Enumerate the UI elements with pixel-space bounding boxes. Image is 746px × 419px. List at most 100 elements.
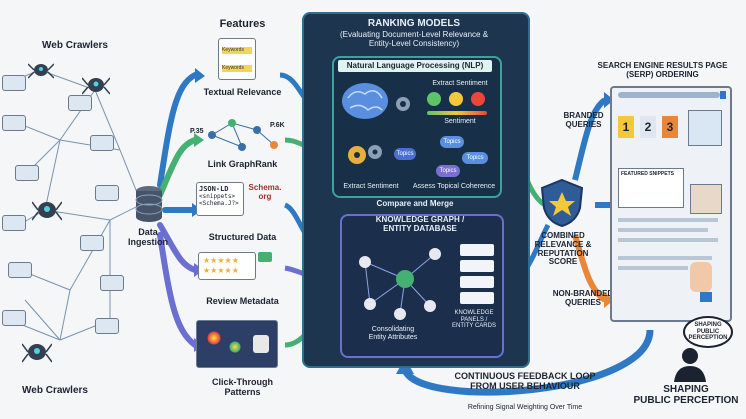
result-line — [618, 266, 688, 270]
link-graphrank-label: Link GraphRank — [207, 159, 278, 169]
perception-bubble: SHAPING PUBLIC PERCEPTION — [683, 316, 733, 348]
combined-score-label: COMBINED RELEVANCE & REPUTATION SCORE — [534, 231, 592, 267]
page-icon — [68, 95, 92, 111]
features-heading: Features — [219, 18, 266, 30]
feedback-subtitle: Refining Signal Weighting Over Time — [467, 404, 583, 411]
avatar — [688, 110, 722, 146]
json-ld-title: JSON-LD — [199, 185, 229, 193]
page-icon — [95, 318, 119, 334]
document-icon: Keywords Keywords — [218, 38, 256, 80]
result-line — [618, 218, 718, 222]
database-icon — [135, 186, 163, 222]
link-p6k: P.6K — [270, 122, 285, 129]
perception-label: SHAPING PUBLIC PERCEPTION — [633, 384, 739, 406]
review-metadata-label: Review Metadata — [206, 296, 279, 306]
extract-sentiment-top: Extract Sentiment — [432, 80, 488, 87]
json-ld-card: JSON-LD <snippets> <Schema.J?> — [196, 182, 244, 216]
crawlers-title-bottom: Web Crawlers — [22, 385, 88, 396]
page-icon — [2, 115, 26, 131]
serp-title: SEARCH ENGINE RESULTS PAGE (SERP) ORDERI… — [597, 61, 728, 79]
click-through-label: Click-Through Patterns — [212, 377, 273, 397]
feedback-title: CONTINUOUS FEEDBACK LOOP FROM USER BEHAV… — [454, 371, 596, 391]
topic-bubble: Topics — [394, 148, 416, 160]
entity-graph-icon — [359, 248, 441, 320]
data-ingestion-label: Data Ingestion — [128, 227, 168, 247]
spider-robot-icon — [28, 63, 54, 79]
non-branded-queries-label: NON-BRANDED QUERIES — [552, 289, 614, 307]
sad-face-icon — [471, 92, 485, 106]
search-icon — [720, 91, 726, 99]
structured-data-label: Structured Data — [208, 232, 277, 242]
score-to-serp-arrows — [572, 97, 612, 303]
page-icon — [2, 75, 26, 91]
keyword-highlight: Keywords — [222, 47, 252, 54]
chat-bubble-icon — [258, 252, 272, 262]
spider-robot-icon — [32, 201, 62, 221]
json-snippets: <snippets> — [199, 193, 236, 200]
entity-card — [460, 244, 494, 256]
shield-icon — [540, 178, 584, 228]
hand-cursor-icon — [253, 335, 269, 353]
topic-bubble: Topics — [462, 152, 488, 164]
search-bar — [618, 92, 720, 98]
page-icon — [2, 215, 26, 231]
result-line — [618, 228, 708, 232]
happy-face-icon — [427, 92, 441, 106]
topic-bubble: Topics — [436, 165, 460, 177]
json-schema: <Schema.J?> — [199, 200, 239, 207]
entity-card — [460, 260, 494, 272]
knowledge-graph-title: KNOWLEDGE GRAPH / ENTITY DATABASE — [375, 215, 465, 233]
assess-coherence-label: Assess Topical Coherence — [412, 183, 496, 190]
pointing-hand-icon — [690, 262, 712, 292]
schema-org-label: Schema. org — [248, 183, 282, 201]
nlp-panel — [332, 56, 502, 198]
link-graph-icon — [208, 119, 278, 151]
featured-snippets: FEATURED SNIPPETS — [618, 168, 684, 208]
avatar — [690, 184, 722, 214]
ingestion-arrows — [157, 72, 198, 348]
page-icon — [2, 310, 26, 326]
star-rating-icon: ★★★★★ — [203, 266, 239, 275]
serp-arrowhead-top — [604, 92, 614, 108]
rank-badge: 2 — [640, 116, 656, 138]
page-icon — [100, 275, 124, 291]
heatmap-spot — [207, 331, 221, 345]
keyword-highlight: Keywords — [222, 65, 252, 72]
link-p35: P.35 — [190, 128, 204, 135]
compare-merge-label: Compare and Merge — [376, 199, 454, 208]
sleeve-icon — [700, 292, 712, 302]
spider-robot-icon — [22, 343, 52, 363]
crawlers-title-top: Web Crawlers — [42, 40, 108, 51]
brain-icon — [342, 83, 388, 119]
ranking-title: RANKING MODELS — [367, 18, 461, 29]
rank-badge: 3 — [662, 116, 678, 138]
sentiment-bar — [427, 111, 487, 115]
serp-arrowhead-bottom — [604, 292, 614, 308]
spider-robot-icon — [82, 77, 110, 95]
textual-relevance-label: Textual Relevance — [203, 87, 282, 97]
knowledge-panels-label: KNOWLEDGE PANELS / ENTITY CARDS — [452, 310, 496, 330]
branded-queries-label: BRANDED QUERIES — [563, 111, 604, 129]
ranking-subtitle: (Evaluating Document-Level Relevance & E… — [339, 30, 489, 48]
review-stars-card: ★★★★★ ★★★★★ — [198, 252, 256, 280]
page-icon — [95, 185, 119, 201]
consolidating-label: Consolidating Entity Attributes — [368, 326, 418, 341]
heatmap-card — [196, 320, 278, 368]
topic-bubble: Topics — [440, 136, 464, 148]
nlp-title: Natural Language Processing (NLP) — [338, 60, 492, 72]
heatmap-spot — [229, 341, 241, 353]
star-rating-icon: ★★★★★ — [203, 256, 239, 265]
entity-card — [460, 276, 494, 288]
sentiment-label: Sentiment — [444, 118, 476, 125]
entity-card — [460, 292, 494, 304]
page-icon — [8, 262, 32, 278]
page-icon — [90, 135, 114, 151]
result-line — [618, 256, 712, 260]
page-icon — [80, 235, 104, 251]
person-silhouette-icon — [674, 348, 706, 382]
gears-icon — [348, 145, 382, 164]
result-line — [618, 238, 718, 242]
neutral-face-icon — [449, 92, 463, 106]
gear-icon — [396, 97, 410, 111]
rank-badge: 1 — [618, 116, 634, 138]
